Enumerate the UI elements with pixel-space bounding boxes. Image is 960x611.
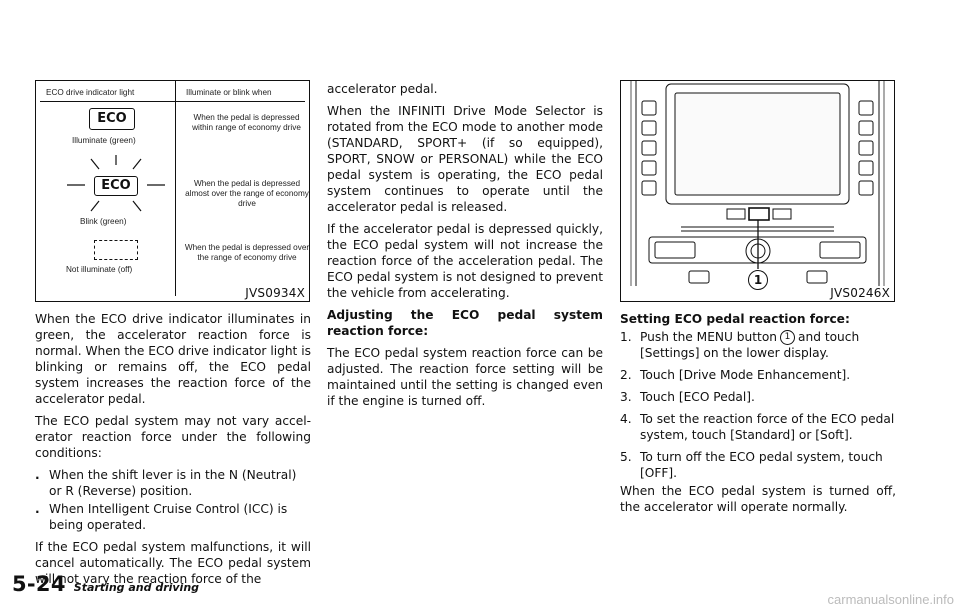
paragraph: When the ECO pedal system is turned off,… — [620, 484, 896, 514]
callout-number: 1 — [748, 270, 768, 290]
list-item: 5. To turn off the ECO pedal system, touc… — [620, 449, 896, 481]
step-text: To set the reaction force of the ECO ped… — [640, 412, 895, 442]
state-description: When the pedal is depressed within range… — [192, 113, 301, 132]
middle-text-column: accelerator pedal. When the INFINITI Dri… — [327, 81, 603, 415]
bullet-icon: . — [35, 468, 40, 482]
step-number: 5. — [620, 450, 632, 464]
state-description: When the pedal is depressed almost over … — [185, 179, 309, 208]
list-item: 3. Touch [ECO Pedal]. — [620, 389, 896, 405]
figure-header-left: ECO drive indicator light — [46, 88, 135, 97]
section-title: Starting and driving — [73, 581, 200, 594]
list-item-text: When the shift lever is in the N (Neutra… — [49, 468, 297, 498]
console-illustration — [630, 81, 885, 286]
paragraph: When the INFINITI Drive Mode Selector is… — [327, 104, 603, 214]
paragraph: If the accelerator pedal is depressed qu… — [327, 222, 603, 300]
watermark: carmanualsonline.info — [827, 592, 954, 607]
step-number: 1. — [620, 330, 632, 344]
section-heading: Adjusting the ECO pedal system reaction … — [327, 308, 603, 338]
section-heading: Setting ECO pedal reaction force: — [620, 312, 850, 326]
right-text-column: Setting ECO pedal reaction force: 1. Pus… — [620, 311, 896, 521]
list-item: 2. Touch [Drive Mode Enhancement]. — [620, 367, 896, 383]
paragraph: The ECO pedal system may not vary accel-… — [35, 414, 311, 460]
figure-header-right: Illuminate or blink when — [186, 88, 272, 97]
state-label: Blink (green) — [80, 217, 127, 226]
state-description: When the pedal is depressed over the ran… — [184, 243, 310, 262]
callout-1-icon: 1 — [780, 330, 796, 345]
paragraph: When the ECO drive indicator illuminates… — [35, 312, 311, 406]
figure-id: JVS0246X — [830, 286, 890, 300]
step-text: Touch [ECO Pedal]. — [640, 390, 755, 404]
eco-indicator-figure: ECO drive indicator light Illuminate or … — [35, 80, 310, 302]
list-item: . When Intelligent Cruise Control (ICC) i… — [35, 501, 311, 533]
list-item-text: When Intelligent Cruise Control (ICC) is… — [49, 502, 288, 532]
eco-indicator-blinking-icon: ECO — [94, 176, 138, 196]
step-text: To turn off the ECO pedal system, touch … — [640, 450, 883, 480]
figure-id: JVS0934X — [245, 286, 305, 300]
list-item: 4. To set the reaction force of the ECO p… — [620, 411, 896, 443]
page-footer: 5-24 Starting and driving — [12, 572, 199, 596]
blink-rays-icon — [67, 155, 165, 212]
center-console-figure: 1 JVS0246X — [620, 80, 895, 302]
state-label: Not illuminate (off) — [66, 265, 133, 274]
paragraph: accelerator pedal. — [327, 82, 438, 96]
left-text-column: When the ECO drive indicator illuminates… — [35, 311, 311, 593]
list-item: . When the shift lever is in the N (Neutr… — [35, 467, 311, 499]
paragraph: The ECO pedal system reaction force can … — [327, 346, 603, 408]
bullet-icon: . — [35, 502, 40, 516]
paragraph: If the ECO pedal system malfunctions, it… — [35, 540, 311, 586]
figure-header-line — [40, 101, 305, 102]
eco-indicator-off-icon — [94, 240, 138, 260]
step-number: 2. — [620, 368, 632, 382]
eco-indicator-illuminated-icon: ECO — [89, 108, 135, 130]
step-number: 4. — [620, 412, 632, 426]
state-label: Illuminate (green) — [72, 136, 136, 145]
page-number: 5-24 — [12, 572, 66, 596]
figure-column-divider — [175, 81, 176, 296]
step-text: Touch [Drive Mode Enhancement]. — [640, 368, 851, 382]
step-number: 3. — [620, 390, 632, 404]
